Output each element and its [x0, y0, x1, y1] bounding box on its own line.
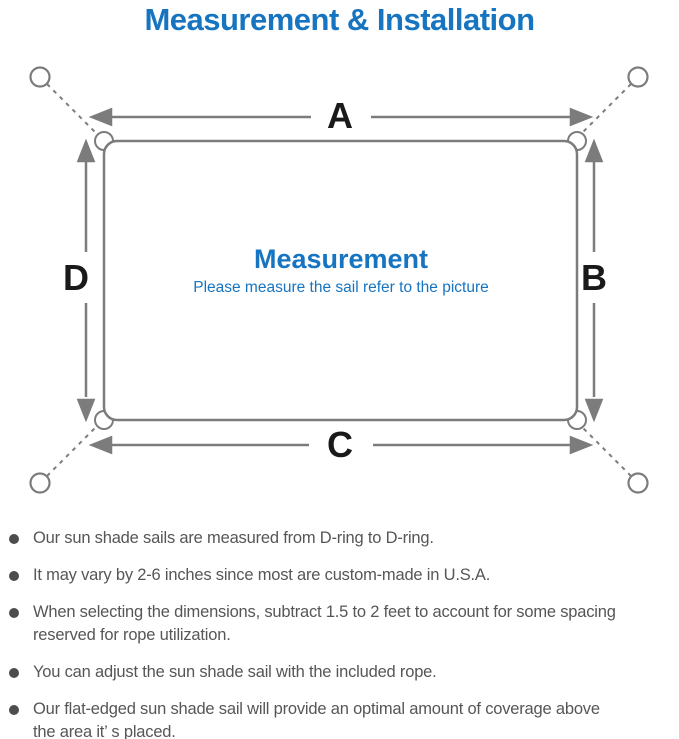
- note-item: Our sun shade sails are measured from D-…: [9, 527, 675, 550]
- bullet-icon: [9, 571, 19, 581]
- arrowhead-down-icon: [76, 398, 96, 423]
- tie-line-top-left: [46, 83, 100, 137]
- measure-arrow-right: [584, 138, 604, 423]
- anchor-ring-icon: [29, 66, 51, 88]
- anchor-ring-icon: [29, 472, 51, 494]
- dimension-label-c: C: [327, 424, 353, 465]
- measurement-diagram: A B C D Measurement Please measure the s…: [29, 66, 649, 494]
- note-text: When selecting the dimensions, subtract …: [33, 601, 616, 647]
- tie-line-top-right: [578, 83, 632, 137]
- tie-line-bottom-right: [578, 423, 632, 477]
- arrowhead-left-icon: [88, 435, 113, 455]
- note-text: Our sun shade sails are measured from D-…: [33, 527, 434, 550]
- page-title: Measurement & Installation: [144, 2, 535, 37]
- anchor-ring-icon: [627, 66, 649, 88]
- note-line: You can adjust the sun shade sail with t…: [33, 663, 437, 681]
- shade-sail-rect: [102, 139, 579, 422]
- bullet-icon: [9, 668, 19, 678]
- tie-rope-dashed-lines: [46, 83, 632, 477]
- note-line: Our flat-edged sun shade sail will provi…: [33, 700, 600, 718]
- diagram-center-subtitle: Please measure the sail refer to the pic…: [193, 279, 489, 296]
- arrowhead-up-icon: [584, 138, 604, 163]
- measure-arrow-bottom: [88, 435, 594, 455]
- note-line: reserved for rope utilization.: [33, 626, 231, 644]
- note-text: It may vary by 2-6 inches since most are…: [33, 564, 490, 587]
- note-line: the area it’ s placed.: [33, 723, 176, 739]
- note-text: Our flat-edged sun shade sail will provi…: [33, 698, 600, 739]
- arrowhead-right-icon: [569, 435, 594, 455]
- note-line: When selecting the dimensions, subtract …: [33, 603, 616, 621]
- note-text: You can adjust the sun shade sail with t…: [33, 661, 437, 684]
- anchor-rings: [29, 66, 649, 494]
- bullet-icon: [9, 534, 19, 544]
- bullet-icon: [9, 705, 19, 715]
- arrowhead-up-icon: [76, 138, 96, 163]
- dimension-label-a: A: [327, 95, 353, 136]
- note-line: Our sun shade sails are measured from D-…: [33, 529, 434, 547]
- note-item: When selecting the dimensions, subtract …: [9, 601, 675, 647]
- note-item: You can adjust the sun shade sail with t…: [9, 661, 675, 684]
- arrowhead-left-icon: [88, 107, 113, 127]
- dimension-label-d: D: [63, 257, 89, 298]
- measure-arrow-top: [88, 107, 594, 127]
- anchor-ring-icon: [627, 472, 649, 494]
- bullet-icon: [9, 608, 19, 618]
- measure-arrow-left: [76, 138, 96, 423]
- note-line: It may vary by 2-6 inches since most are…: [33, 566, 491, 584]
- note-item: It may vary by 2-6 inches since most are…: [9, 564, 675, 587]
- arrowhead-right-icon: [569, 107, 594, 127]
- dimension-label-b: B: [581, 257, 607, 298]
- arrowhead-down-icon: [584, 398, 604, 423]
- tie-line-bottom-left: [46, 423, 100, 477]
- note-item: Our flat-edged sun shade sail will provi…: [9, 698, 675, 739]
- diagram-center-title: Measurement: [254, 244, 428, 274]
- notes-list: Our sun shade sails are measured from D-…: [9, 527, 675, 739]
